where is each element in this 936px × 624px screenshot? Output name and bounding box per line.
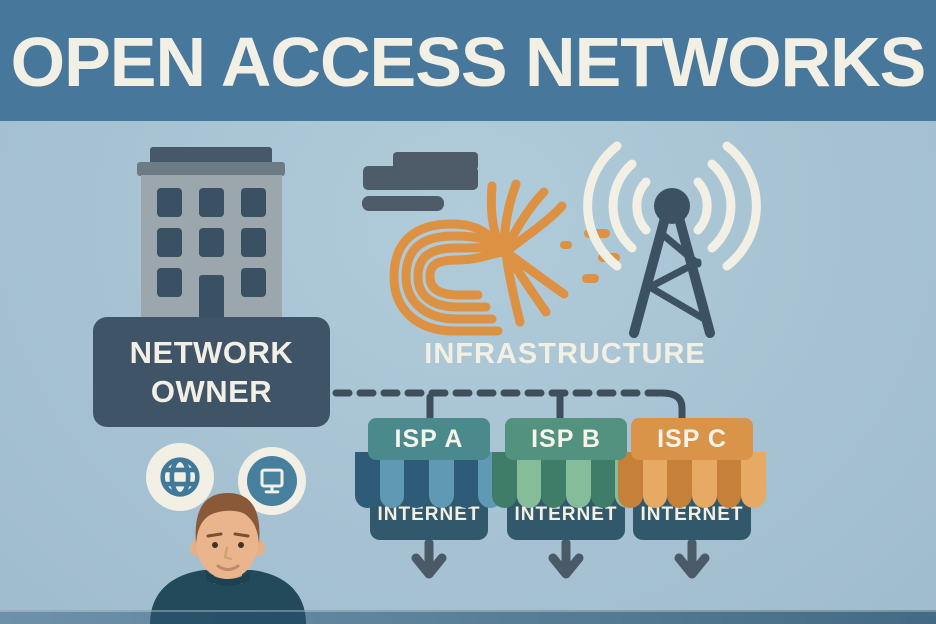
awning-stripe — [404, 452, 430, 508]
network-owner-label-line2: OWNER — [150, 374, 273, 409]
infrastructure-label: INFRASTRUCTURE — [424, 338, 706, 370]
network-owner-label-line1: NETWORK — [129, 335, 294, 370]
building-window — [157, 268, 182, 297]
building-window — [199, 228, 224, 257]
awning-stripe — [516, 452, 542, 508]
building-roof-icon — [137, 162, 285, 176]
building-window — [199, 188, 224, 217]
awning-stripe — [618, 452, 643, 508]
monitor-inner-circle — [247, 456, 297, 506]
building-window — [241, 188, 266, 217]
header-band: OPEN ACCESS NETWORKS — [0, 0, 936, 121]
awning-stripe — [642, 452, 668, 508]
awning-stripe — [429, 452, 454, 508]
building-door — [199, 275, 224, 325]
building-roof-cap-icon — [150, 147, 272, 165]
network-owner-box: NETWORK OWNER — [93, 317, 330, 427]
monitor-circle-badge — [238, 447, 306, 515]
awning — [618, 452, 767, 508]
awning-stripe — [716, 452, 742, 508]
awning — [355, 452, 504, 508]
globe-circle-badge — [146, 443, 214, 511]
isp-sign: ISP A — [368, 418, 490, 460]
building-window — [157, 228, 182, 257]
building-window — [241, 228, 266, 257]
down-arrow-icon — [411, 538, 447, 579]
awning-stripe — [379, 452, 405, 508]
server-blocks-icon — [362, 152, 478, 211]
awning-stripe — [590, 452, 616, 508]
awning-stripe — [566, 452, 591, 508]
office-building-icon — [141, 175, 282, 325]
down-arrow-icon — [548, 538, 584, 579]
awning-stripe — [541, 452, 567, 508]
building-window — [241, 268, 266, 297]
signal-waves-icon — [583, 141, 761, 271]
awning-stripe — [355, 452, 380, 508]
awning-stripe — [453, 452, 479, 508]
footer-band — [0, 610, 936, 624]
isp-b-shop: INTERNET ISP B — [492, 418, 641, 544]
fiber-optic-cables-icon — [389, 179, 620, 336]
page-title: OPEN ACCESS NETWORKS — [10, 23, 927, 101]
awning-stripe — [741, 452, 767, 508]
down-arrow-icon — [674, 538, 710, 579]
awning-stripe — [667, 452, 693, 508]
awning-stripe — [692, 452, 717, 508]
isp-a-shop: INTERNET ISP A — [355, 418, 504, 544]
radio-tower-icon — [629, 188, 715, 338]
isp-sign: ISP B — [505, 418, 627, 460]
globe-icon — [160, 457, 200, 497]
awning-stripe — [492, 452, 517, 508]
building-window — [157, 188, 182, 217]
isp-sign: ISP C — [631, 418, 753, 460]
isp-c-shop: INTERNET ISP C — [618, 418, 767, 544]
computer-monitor-icon — [260, 468, 284, 494]
